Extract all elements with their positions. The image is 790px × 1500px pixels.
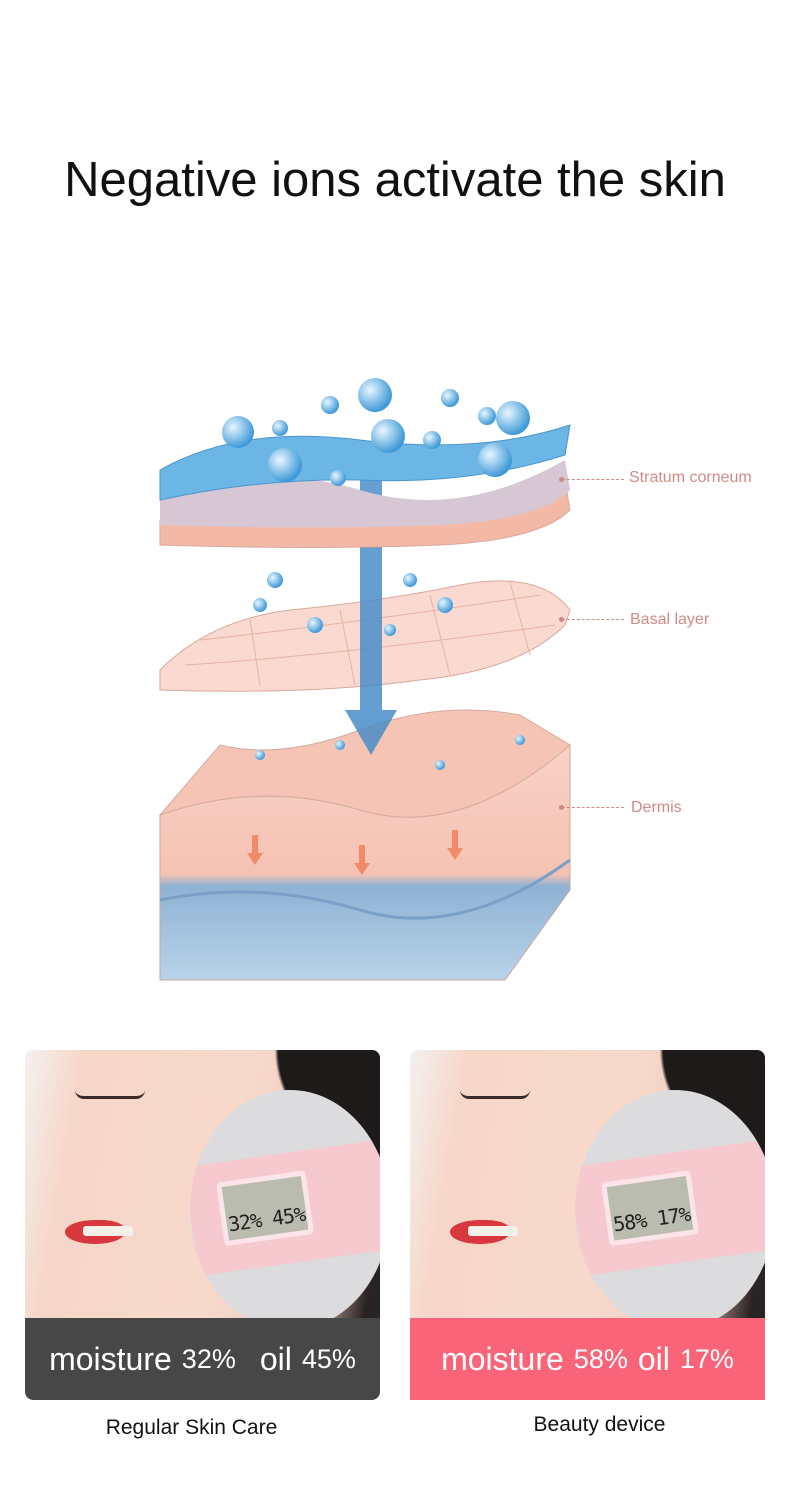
face-photo: 58% 17% bbox=[410, 1050, 765, 1330]
lcd-reading: 58% 17% bbox=[601, 1170, 700, 1247]
oil-label: oil bbox=[259, 1340, 292, 1377]
water-bubbles bbox=[222, 378, 530, 770]
skin-tester-device: 58% 17% bbox=[575, 1133, 765, 1277]
result-bar: moisture 58% oil 17% bbox=[410, 1318, 765, 1400]
skin-tester-device: 32% 45% bbox=[190, 1133, 380, 1277]
lcd-reading: 32% 45% bbox=[216, 1170, 315, 1247]
moisture-label: moisture bbox=[49, 1340, 172, 1377]
face-photo: 32% 45% bbox=[25, 1050, 380, 1330]
stratum-corneum-layer bbox=[159, 424, 571, 548]
result-bar: moisture 32% oil 45% bbox=[25, 1318, 380, 1400]
closed-eye bbox=[460, 1090, 530, 1099]
dermis-leader-line bbox=[562, 807, 624, 808]
oil-value: 17% bbox=[679, 1343, 734, 1374]
skin-layers-diagram bbox=[158, 378, 571, 981]
dermis-layer bbox=[158, 709, 571, 981]
closed-eye bbox=[75, 1090, 145, 1099]
oil-value: 45% bbox=[301, 1343, 356, 1374]
stratum-leader-line bbox=[562, 479, 624, 480]
caption-beauty-device: Beauty device bbox=[533, 1413, 666, 1436]
label-basal-layer: Basal layer bbox=[630, 611, 710, 628]
stratum-marker bbox=[559, 477, 564, 482]
caption-regular: Regular Skin Care bbox=[105, 1416, 278, 1439]
page-title: Negative ions activate the skin bbox=[64, 153, 726, 207]
basal-leader-line bbox=[562, 619, 624, 620]
label-dermis: Dermis bbox=[631, 799, 682, 816]
regular-care-panel: 32% 45% moisture 32% oil 45% bbox=[25, 1050, 380, 1400]
label-stratum-corneum: Stratum corneum bbox=[629, 469, 752, 486]
moisture-value: 58% bbox=[573, 1343, 628, 1374]
dermis-marker bbox=[559, 805, 564, 810]
moisture-value: 32% bbox=[181, 1343, 236, 1374]
device-closeup: 58% 17% bbox=[575, 1090, 765, 1330]
device-closeup: 32% 45% bbox=[190, 1090, 380, 1330]
oil-label: oil bbox=[637, 1340, 670, 1377]
beauty-device-panel: 58% 17% moisture 58% oil 17% bbox=[410, 1050, 765, 1400]
moisture-label: moisture bbox=[441, 1340, 564, 1377]
basal-marker bbox=[559, 617, 564, 622]
